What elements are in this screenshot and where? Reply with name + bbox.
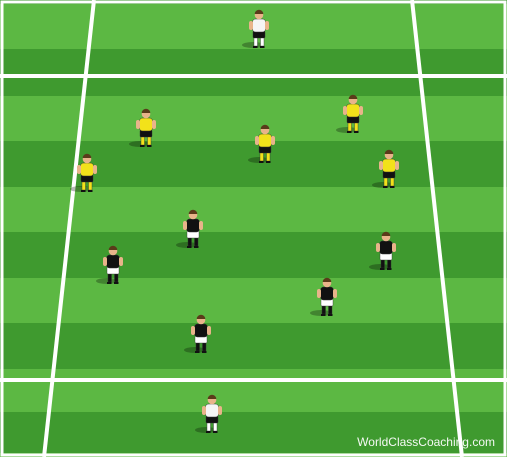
grass-stripe	[0, 278, 507, 323]
player-black	[176, 209, 203, 248]
player-yellow	[372, 149, 399, 188]
player-black	[369, 231, 396, 270]
grass-stripe	[0, 412, 507, 453]
players-layer	[70, 9, 399, 433]
grass-stripe	[0, 187, 507, 232]
grass-stripe	[0, 323, 507, 369]
grass-stripe	[0, 369, 507, 412]
player-yellow	[336, 94, 363, 133]
player-white	[242, 9, 269, 48]
player-black	[310, 277, 337, 316]
player-white	[195, 394, 222, 433]
grass-stripe	[0, 96, 507, 141]
player-yellow	[248, 124, 275, 163]
left-sideline	[42, 0, 96, 457]
player-yellow	[129, 108, 156, 147]
player-black	[184, 314, 211, 353]
player-yellow	[70, 153, 97, 192]
watermark: WorldClassCoaching.com	[357, 435, 495, 449]
grass-stripe	[0, 232, 507, 278]
grass-stripe	[0, 49, 507, 96]
right-sideline	[410, 0, 464, 457]
player-black	[96, 245, 123, 284]
